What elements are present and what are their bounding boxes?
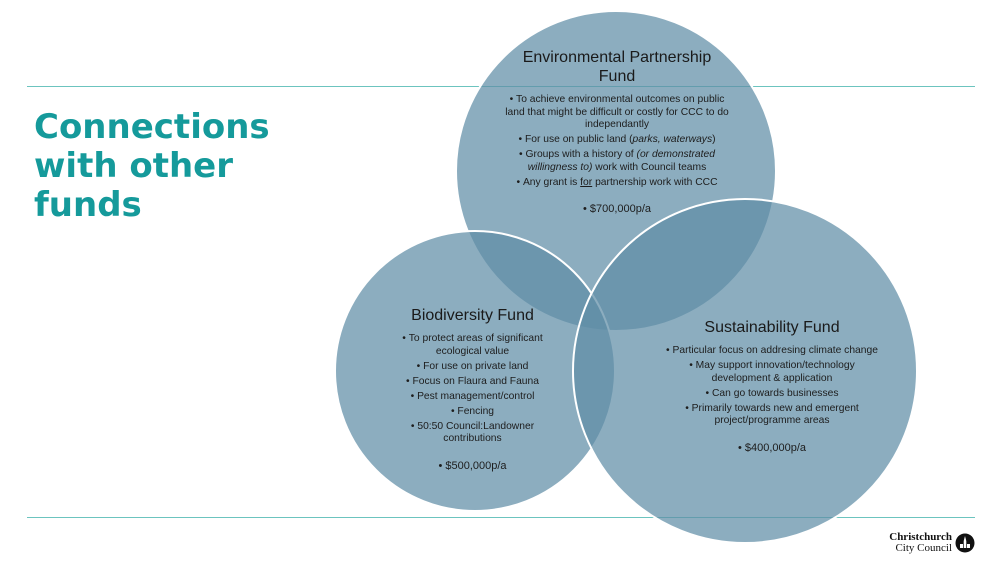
biodiversity-bullet: 50:50 Council:Landowner contributions: [385, 421, 560, 446]
sustainability-bullet: May support innovation/technology develo…: [662, 360, 882, 385]
logo-wordmark: Christchurch City Council: [889, 532, 952, 554]
environmental-partnership-text: Environmental Partnership Fund To achiev…: [492, 48, 742, 218]
biodiversity-bullet: Fencing: [385, 406, 560, 419]
sustainability-amount: $400,000p/a: [662, 442, 882, 455]
sustainability-heading: Sustainability Fund: [704, 319, 840, 336]
biodiversity-heading: Biodiversity Fund: [411, 307, 534, 324]
environmental-bullet: Groups with a history of (or demonstrate…: [492, 149, 742, 174]
environmental-bullet: To achieve environmental outcomes on pub…: [492, 94, 742, 132]
biodiversity-bullet: To protect areas of significant ecologic…: [385, 333, 560, 358]
environmental-bullet: Any grant is for partnership work with C…: [492, 177, 742, 190]
sustainability-bullet: Primarily towards new and emergent proje…: [662, 403, 882, 428]
environmental-partnership-heading: Environmental Partnership Fund: [522, 49, 712, 85]
environmental-amount: $700,000p/a: [492, 203, 742, 216]
environmental-bullet: For use on public land (parks, waterways…: [492, 134, 742, 147]
biodiversity-bullet: Focus on Flaura and Fauna: [385, 376, 560, 389]
biodiversity-text: Biodiversity Fund To protect areas of si…: [385, 306, 560, 475]
bottom-divider: [27, 517, 975, 518]
logo-line-1: Christchurch: [889, 531, 952, 543]
christchurch-city-council-logo: Christchurch City Council: [889, 532, 975, 554]
sustainability-bullet: Can go towards businesses: [662, 388, 882, 401]
cathedral-icon: [955, 533, 975, 553]
biodiversity-amount: $500,000p/a: [385, 460, 560, 473]
biodiversity-bullet: For use on private land: [385, 361, 560, 374]
logo-line-2: City Council: [895, 542, 952, 554]
biodiversity-bullet: Pest management/control: [385, 391, 560, 404]
sustainability-text: Sustainability Fund Particular focus on …: [662, 318, 882, 457]
slide-title: Connections with other funds: [34, 107, 270, 225]
sustainability-bullet: Particular focus on addresing climate ch…: [662, 345, 882, 358]
